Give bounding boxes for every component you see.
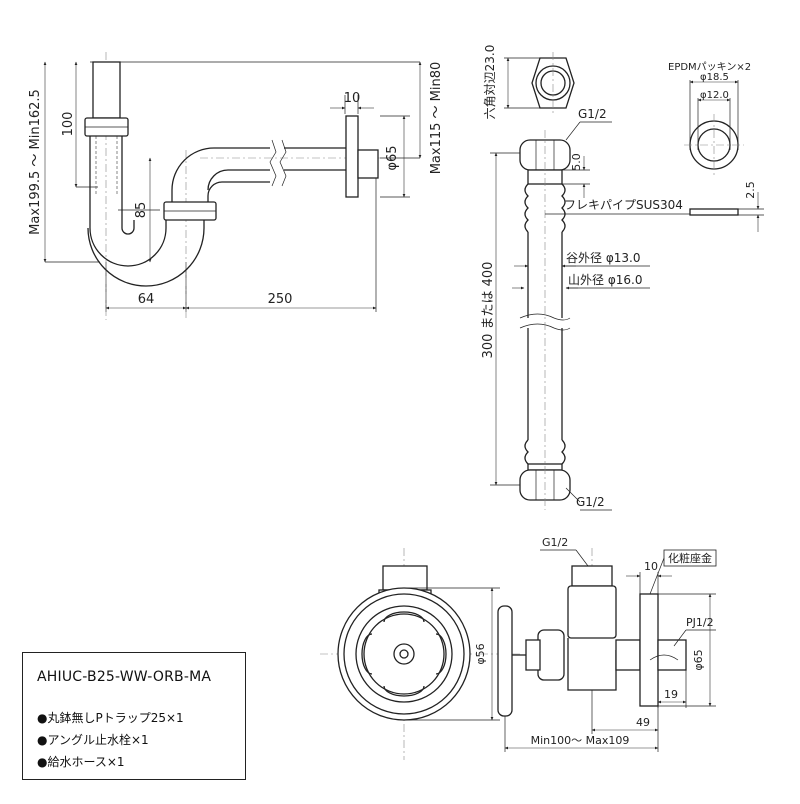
valve-dim10-label: 10 (644, 560, 658, 573)
hose-g-bottom-label: G1/2 (576, 495, 605, 509)
valve-g-top-label: G1/2 (542, 536, 568, 549)
peak-dia-label: 山外径 φ16.0 (568, 273, 642, 287)
valve-dim49-label: 49 (636, 716, 650, 729)
packing-thickness-label: 2.5 (744, 181, 757, 199)
valve-range-label: Min100～ Max109 (531, 734, 630, 747)
cosmetic-seat-label: 化粧座金 (668, 551, 712, 565)
valve-dim19-label: 19 (664, 688, 678, 701)
legend-item-valve: ●アングル止水栓×1 (37, 733, 149, 747)
valley-dia-label: 谷外径 φ13.0 (566, 251, 640, 265)
supply-hose-drawing: 六角対辺23.0 G1/2 G1/2 (481, 45, 690, 511)
hex-size-label: 六角対辺23.0 (483, 45, 497, 120)
valve-pj-label: PJ1/2 (686, 616, 714, 629)
valve-phi56-label: φ56 (474, 643, 487, 664)
hose-g-top-label: G1/2 (578, 107, 607, 121)
hose-length-label: 300 または 400 (481, 262, 496, 359)
dim-250-label: 250 (268, 292, 293, 307)
packing-drawing: EPDMパッキン×2 φ18.5 φ12.0 2.5 (668, 61, 764, 232)
flex-pipe-label: フレキパイプSUS304 (564, 198, 683, 212)
angle-valve-drawing: φ56 G1/2 化粧座金 10 PJ1/2 (320, 536, 717, 760)
dim-phi65-label: φ65 (385, 145, 400, 170)
packing-outer-label: φ18.5 (700, 72, 729, 83)
model-number: AHIUC-B25-WW-ORB-MA (37, 669, 212, 685)
wall-range-label: Max115 ～ Min80 (429, 62, 444, 175)
legend-item-trap: ●丸鉢無しPトラップ25×1 (37, 711, 184, 725)
valve-phi65-label: φ65 (692, 649, 705, 670)
product-legend-box: AHIUC-B25-WW-ORB-MA ●丸鉢無しPトラップ25×1 ●アングル… (22, 652, 246, 780)
dim-5-label: 5.0 (570, 153, 583, 171)
trap-height-range: Max199.5 ～ Min162.5 (28, 89, 43, 235)
packing-title: EPDMパッキン×2 (668, 61, 751, 73)
dim-100-label: 100 (61, 112, 76, 137)
p-trap-drawing: 100 Max199.5 ～ Min162.5 85 64 250 10 φ65… (28, 52, 444, 320)
dim-64-label: 64 (138, 292, 155, 307)
dim-85-label: 85 (134, 202, 149, 219)
dim-10-label: 10 (344, 91, 361, 106)
legend-item-hose: ●給水ホース×1 (37, 755, 125, 769)
packing-inner-label: φ12.0 (700, 90, 729, 101)
